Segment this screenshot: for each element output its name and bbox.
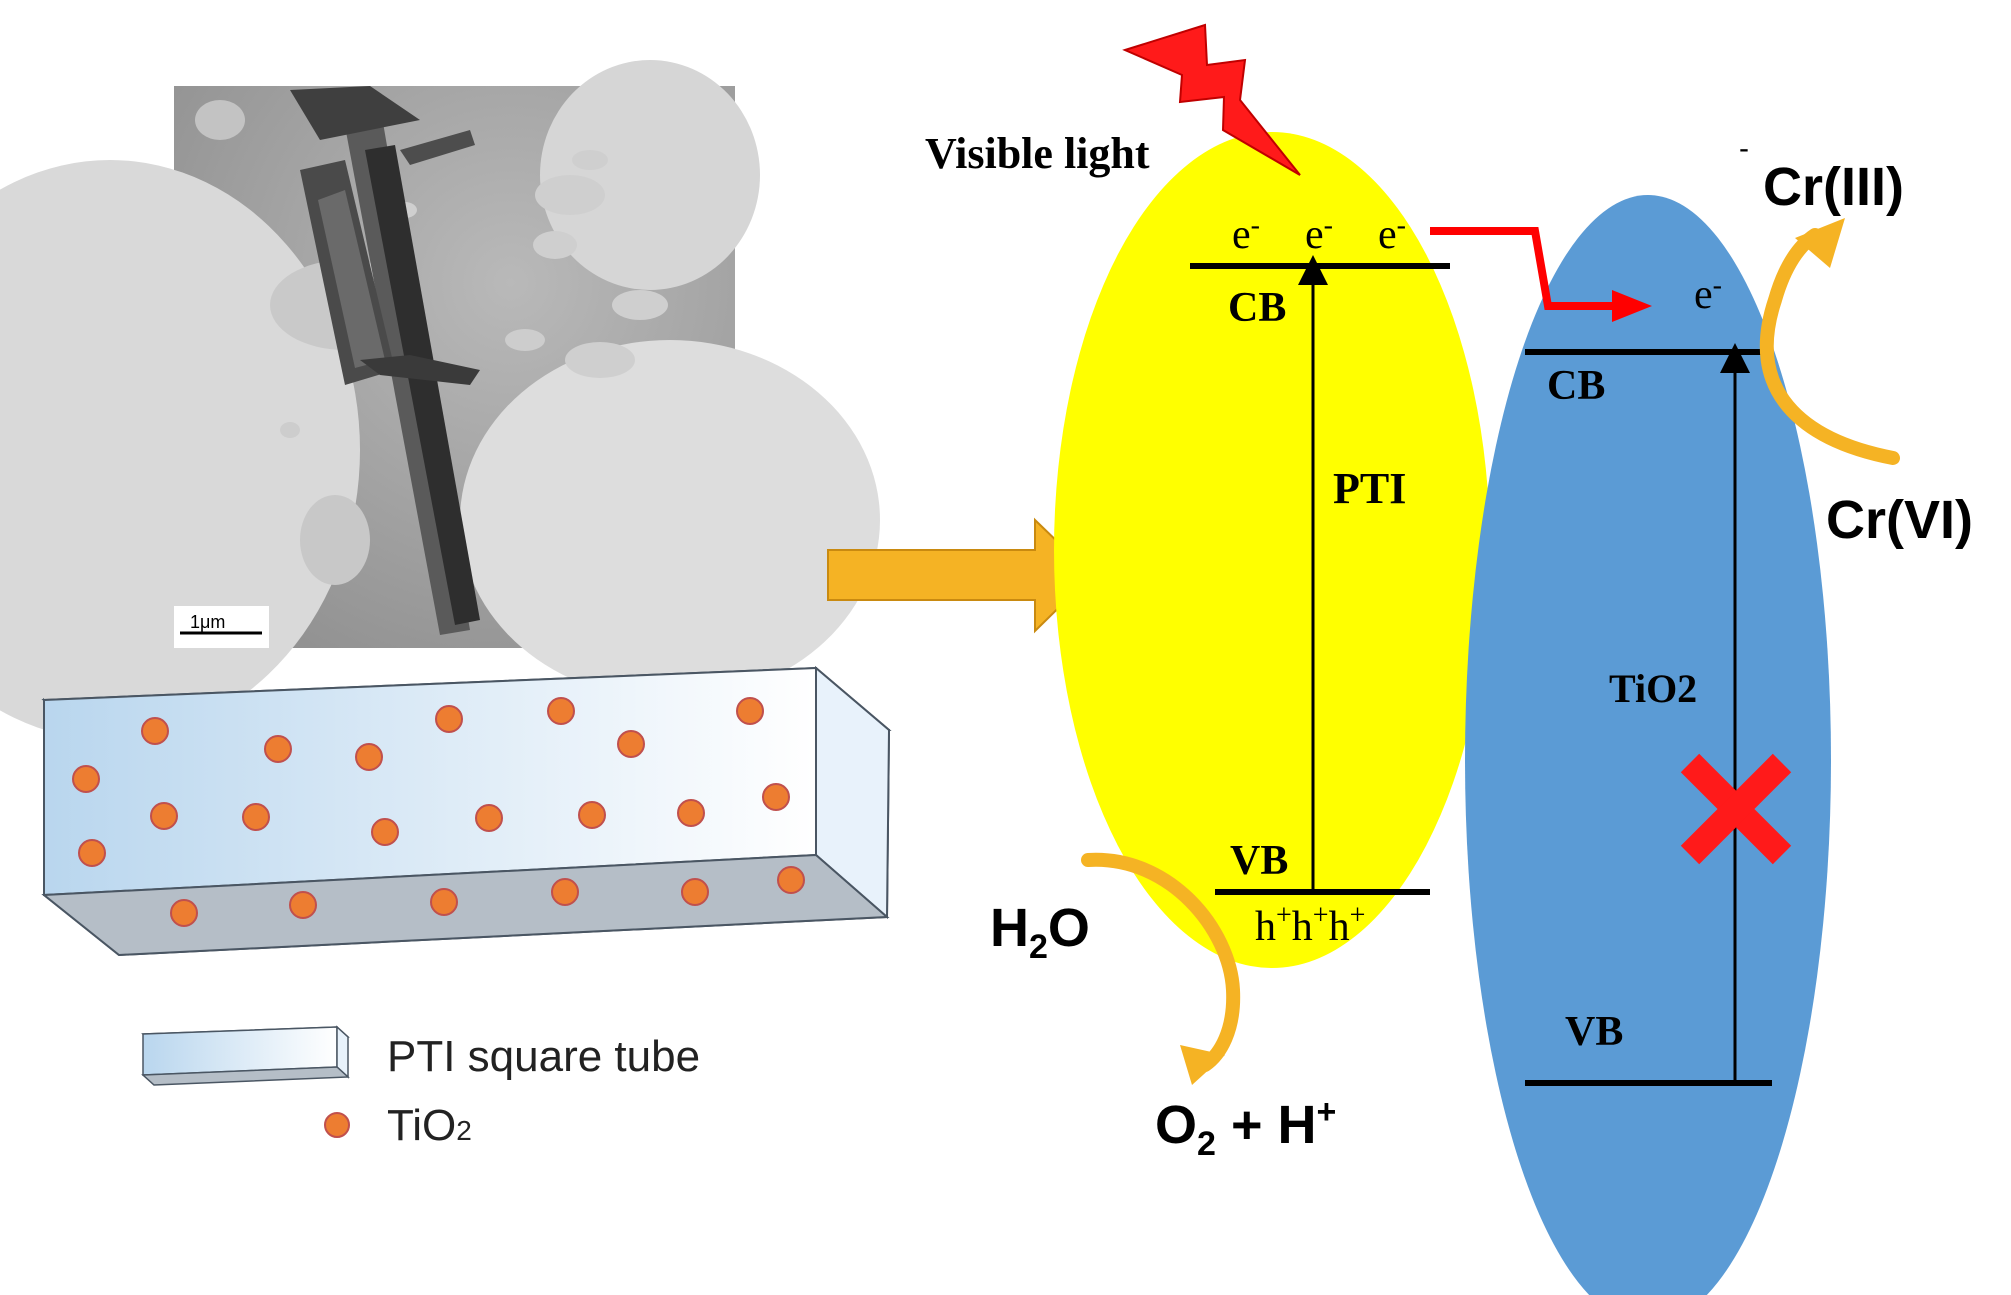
tio2-particle (475, 804, 503, 832)
pti-holes: h+h+h+ (1255, 900, 1365, 950)
blocked-x-icon (1680, 753, 1792, 865)
lightning-bolt-icon (1122, 23, 1301, 176)
tio2-particle (78, 839, 106, 867)
scale-bar-label: 1μm (190, 612, 225, 632)
tio2-particle (762, 783, 790, 811)
tio2-particle (547, 697, 575, 725)
legend-tube-label: PTI square tube (387, 1032, 700, 1081)
cr3-label: Cr(III) (1763, 157, 1904, 217)
pti-name-label: PTI (1333, 464, 1406, 513)
tio2-particle (355, 743, 383, 771)
legend-particle-icon (324, 1112, 350, 1138)
cr6-label: Cr(VI) (1826, 490, 1973, 550)
tio2-name-label: TiO2 (1609, 666, 1697, 711)
pti-vb-label: VB (1230, 838, 1288, 884)
tio2-particle (677, 799, 705, 827)
tio2-particle (777, 866, 805, 894)
pti-ellipse (1054, 132, 1490, 968)
legend-tube-icon (141, 1025, 350, 1086)
tio2-cb-label: CB (1547, 363, 1605, 409)
tio2-vb-label: VB (1565, 1009, 1623, 1055)
tio2-particle (435, 705, 463, 733)
tio2-particle (430, 888, 458, 916)
pti-electron-3: e- (1378, 210, 1406, 258)
tio2-particle (264, 735, 292, 763)
tio2-electron: e- (1694, 270, 1722, 318)
pti-cb-label: CB (1228, 285, 1286, 331)
tio2-particle (736, 697, 764, 725)
tem-micrograph (0, 60, 880, 740)
tio2-particle (371, 818, 399, 846)
cr3-minus: - (1739, 132, 1749, 165)
cr-reduction-arrow (1759, 228, 1900, 465)
water-oxidation-arrowhead (1180, 1045, 1225, 1085)
pti-tube-illustration (41, 665, 892, 957)
tio2-particle (72, 765, 100, 793)
tio2-particle (170, 899, 198, 927)
tio2-particle (578, 801, 606, 829)
visible-light-label: Visible light (925, 129, 1150, 178)
tio2-particle (289, 891, 317, 919)
tio2-ellipse (1465, 195, 1831, 1295)
tio2-particle (141, 717, 169, 745)
water-oxidation-arrow (1081, 852, 1241, 1072)
o2-hplus-label: O2 + H+ (1155, 1093, 1336, 1163)
tio2-particle (242, 803, 270, 831)
legend (141, 1025, 350, 1138)
electron-transfer-arrowhead (1612, 290, 1652, 322)
tio2-particle (681, 878, 709, 906)
h2o-label: H2O (990, 898, 1090, 966)
legend-particle-label: TiO2 (387, 1101, 472, 1150)
tio2-particles (72, 697, 805, 927)
tio2-particle (617, 730, 645, 758)
tio2-particle (150, 802, 178, 830)
legend-particle-subscript: 2 (456, 1115, 472, 1146)
cr-reduction-arrowhead (1795, 218, 1845, 268)
pti-electron-2: e- (1305, 210, 1333, 258)
tio2-particle (551, 878, 579, 906)
pti-electron-1: e- (1232, 210, 1260, 258)
electron-transfer-path (1430, 227, 1612, 310)
